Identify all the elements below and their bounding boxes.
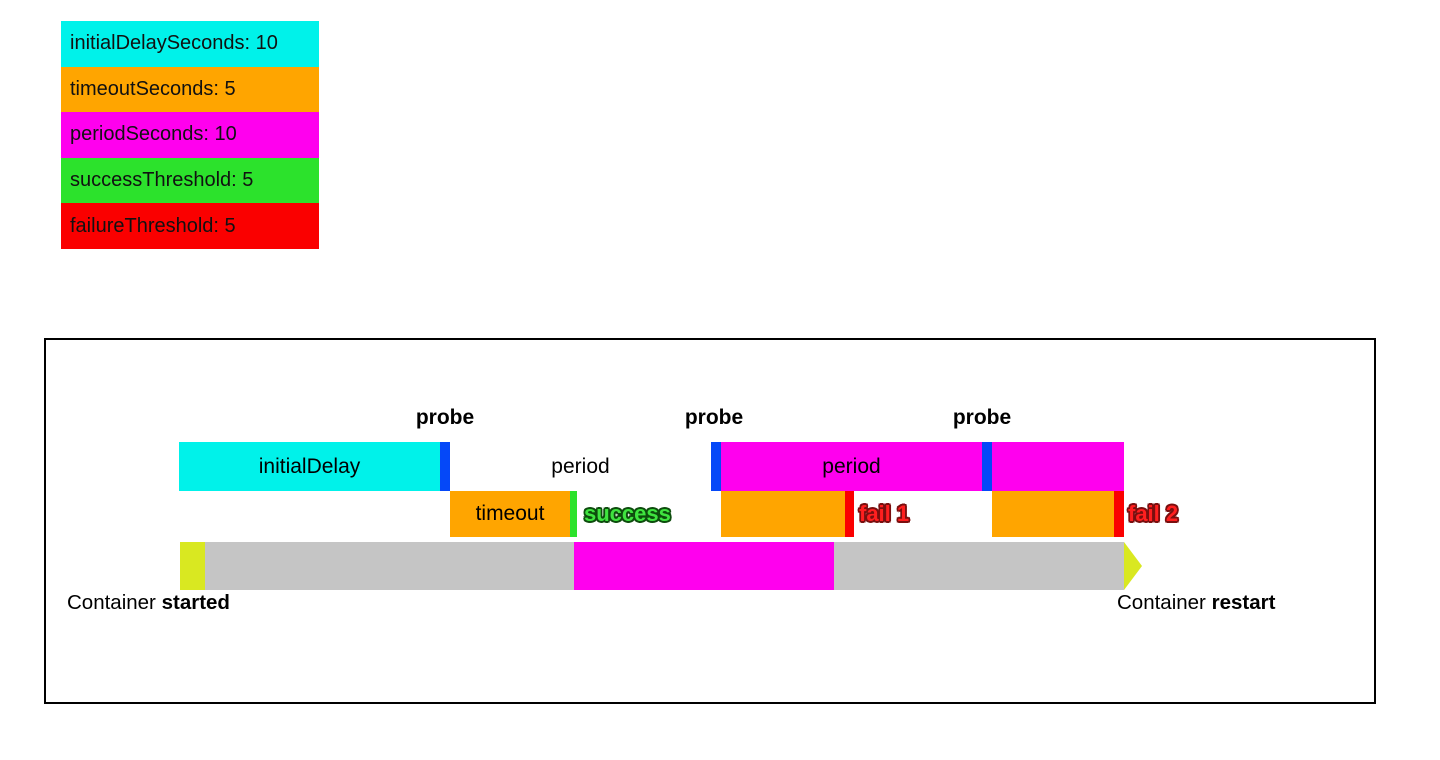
timeout-bar-2 [721,491,845,537]
legend-item-initial-delay: initialDelaySeconds: 10 [61,21,319,67]
container-started-emphasis: started [161,591,230,614]
probe-label-3: probe [952,406,1012,429]
probe-label-2: probe [684,406,744,429]
legend-label: timeoutSeconds: 5 [70,77,236,100]
probe-timeline-panel: probe probe probe initialDelay period pe… [44,338,1376,704]
container-restart-emphasis: restart [1211,591,1276,614]
legend-item-timeout: timeoutSeconds: 5 [61,66,319,113]
track-period-segment [574,542,834,590]
initial-delay-bar: initialDelay [179,442,440,491]
legend: initialDelaySeconds: 10 timeoutSeconds: … [61,21,319,249]
container-restart-label: Container restart [1117,590,1275,616]
container-start-marker [180,542,205,590]
fail-2-label: fail 2 [1128,501,1179,526]
success-label: success [584,501,671,526]
container-started-prefix: Container [67,591,162,614]
track-segment-1 [205,542,574,590]
track-segment-2 [834,542,1124,590]
restart-arrow-icon [1124,542,1142,590]
probe-tick-1 [440,442,450,491]
legend-label: failureThreshold: 5 [70,214,236,237]
period-gap-label: period [551,454,610,478]
period-bar-2 [992,442,1124,491]
probe-tick-2 [711,442,721,491]
legend-label: initialDelaySeconds: 10 [70,32,278,55]
container-restart-prefix: Container [1117,591,1212,614]
success-tick [570,491,577,537]
legend-item-success-threshold: successThreshold: 5 [61,157,319,204]
period-bar: period [721,442,982,491]
fail-tick-2 [1114,491,1124,537]
legend-label: successThreshold: 5 [70,169,254,192]
probe-label-1: probe [415,406,475,429]
container-started-label: Container started [67,590,230,616]
legend-label: periodSeconds: 10 [70,123,237,146]
fail-1-label: fail 1 [859,501,910,526]
fail-tick-1 [845,491,854,537]
legend-item-period: periodSeconds: 10 [61,112,319,158]
timeout-bar-3 [992,491,1114,537]
timeout-bar-1: timeout [450,491,570,537]
legend-item-failure-threshold: failureThreshold: 5 [61,203,319,249]
probe-tick-3 [982,442,992,491]
